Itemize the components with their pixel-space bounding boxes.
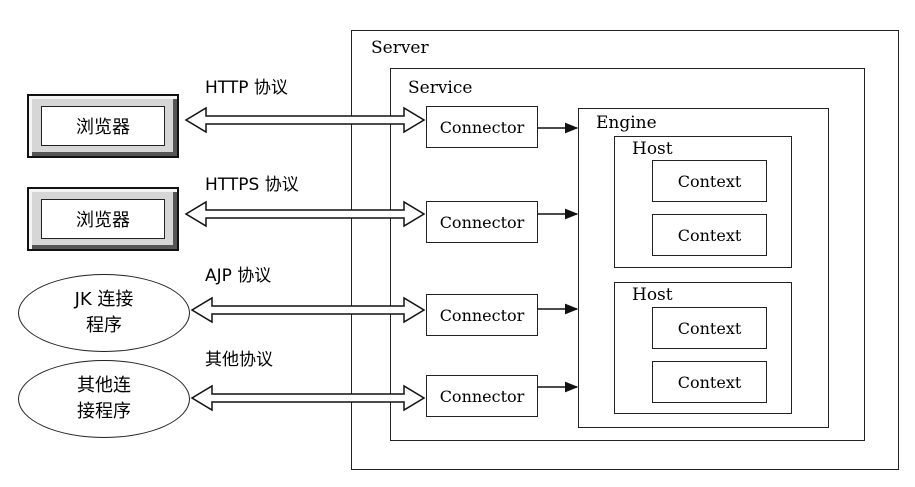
- other-connector-client: 其他连 接程序: [18, 360, 190, 438]
- server-label: Server: [371, 38, 429, 58]
- double-arrow-https: [184, 200, 426, 228]
- connector-box-4: Connector: [426, 375, 538, 417]
- engine-label: Engine: [596, 113, 657, 133]
- jk-connector-client: JK 连接 程序: [18, 274, 190, 352]
- protocol-label-other: 其他协议: [205, 350, 273, 370]
- protocol-label-http: HTTP 协议: [205, 78, 288, 98]
- double-arrow-ajp: [190, 296, 426, 324]
- protocol-label-https: HTTPS 协议: [205, 175, 299, 195]
- connector-box-3: Connector: [426, 294, 538, 336]
- host-label-1: Host: [632, 139, 673, 159]
- service-label: Service: [408, 78, 473, 98]
- browser-client-1: 浏览器: [27, 94, 179, 158]
- double-arrow-http: [184, 106, 426, 134]
- context-box-3: Context: [652, 307, 767, 349]
- context-box-2: Context: [652, 214, 767, 256]
- context-box-4: Context: [652, 361, 767, 403]
- double-arrow-other: [190, 384, 426, 412]
- host-label-2: Host: [632, 285, 673, 305]
- protocol-label-ajp: AJP 协议: [205, 266, 272, 286]
- connector-box-1: Connector: [426, 106, 538, 148]
- browser-client-label-1: 浏览器: [41, 106, 165, 146]
- browser-client-label-2: 浏览器: [41, 199, 165, 239]
- connector-box-2: Connector: [426, 201, 538, 243]
- context-box-1: Context: [652, 160, 767, 202]
- browser-client-2: 浏览器: [27, 187, 179, 251]
